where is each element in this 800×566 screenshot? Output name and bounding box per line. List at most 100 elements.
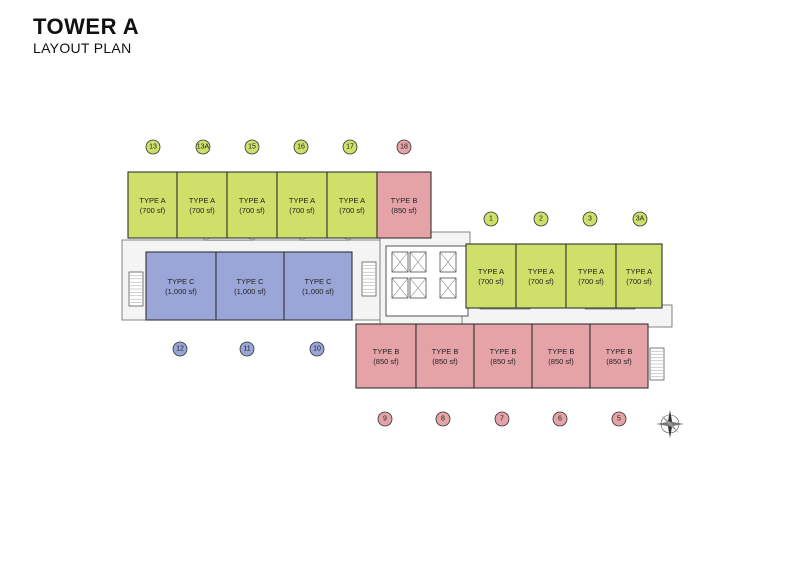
unit-number: 16 <box>297 144 305 151</box>
unit-13a: TYPE A(700 sf) <box>176 171 228 239</box>
unit-15: TYPE A(700 sf) <box>226 171 278 239</box>
unit-shape <box>176 171 228 239</box>
unit-type-label: TYPE B <box>432 347 459 356</box>
unit-number: 3 <box>588 216 592 223</box>
compass-icon <box>656 410 684 438</box>
unit-shape <box>226 171 278 239</box>
unit-area-label: (700 sf) <box>239 206 265 215</box>
unit-number-marker: 13A <box>195 139 211 155</box>
page-subtitle: LAYOUT PLAN <box>33 40 132 56</box>
unit-number: 17 <box>346 144 354 151</box>
unit-type-label: TYPE B <box>548 347 575 356</box>
unit-number: 9 <box>383 416 387 423</box>
unit-shape <box>531 323 591 389</box>
unit-shape <box>215 251 285 321</box>
unit-number-marker: 16 <box>293 139 309 155</box>
unit-number-marker: 2 <box>533 211 549 227</box>
unit-shape <box>276 171 328 239</box>
unit-type-label: TYPE A <box>528 267 554 276</box>
unit-shape <box>473 323 533 389</box>
unit-number: 6 <box>558 416 562 423</box>
unit-type-label: TYPE B <box>490 347 517 356</box>
unit-area-label: (1,000 sf) <box>165 287 197 296</box>
unit-number: 10 <box>313 346 321 353</box>
unit-number-marker: 8 <box>435 411 451 427</box>
unit-shape <box>283 251 353 321</box>
unit-area-label: (850 sf) <box>391 206 417 215</box>
unit-shape <box>326 171 378 239</box>
unit-area-label: (850 sf) <box>490 357 516 366</box>
unit-type-label: TYPE A <box>189 196 215 205</box>
unit-shape <box>465 243 517 309</box>
unit-type-label: TYPE A <box>239 196 265 205</box>
unit-number: 12 <box>176 346 184 353</box>
unit-8: TYPE B(850 sf) <box>415 323 475 389</box>
unit-shape <box>515 243 567 309</box>
unit-type-label: TYPE A <box>578 267 604 276</box>
unit-3a: TYPE A(700 sf) <box>615 243 663 309</box>
unit-shape <box>127 171 178 239</box>
unit-shape <box>415 323 475 389</box>
unit-12: TYPE C(1,000 sf) <box>145 251 217 321</box>
unit-number-marker: 9 <box>377 411 393 427</box>
unit-2: TYPE A(700 sf) <box>515 243 567 309</box>
unit-number: 13A <box>197 144 210 151</box>
unit-number-marker: 17 <box>342 139 358 155</box>
unit-type-label: TYPE A <box>139 196 165 205</box>
unit-number-marker: 13 <box>145 139 161 155</box>
unit-number-marker: 10 <box>309 341 325 357</box>
unit-number: 1 <box>489 216 493 223</box>
unit-shape <box>376 171 432 239</box>
unit-number: 3A <box>636 216 645 223</box>
unit-area-label: (850 sf) <box>373 357 399 366</box>
unit-type-label: TYPE A <box>478 267 504 276</box>
unit-number-marker: 3A <box>632 211 648 227</box>
unit-number-marker: 6 <box>552 411 568 427</box>
unit-type-label: TYPE C <box>236 277 264 286</box>
unit-shape <box>589 323 649 389</box>
unit-type-label: TYPE A <box>626 267 652 276</box>
unit-type-label: TYPE B <box>391 196 418 205</box>
unit-6: TYPE B(850 sf) <box>531 323 591 389</box>
unit-16: TYPE A(700 sf) <box>276 171 328 239</box>
unit-number-marker: 1 <box>483 211 499 227</box>
unit-9: TYPE B(850 sf) <box>355 323 417 389</box>
unit-shape <box>615 243 663 309</box>
unit-area-label: (700 sf) <box>289 206 315 215</box>
unit-number: 11 <box>243 346 250 353</box>
unit-number: 15 <box>248 144 256 151</box>
unit-number: 8 <box>441 416 445 423</box>
unit-number-marker: 3 <box>582 211 598 227</box>
unit-18: TYPE B(850 sf) <box>376 171 432 239</box>
unit-shape <box>565 243 617 309</box>
unit-area-label: (1,000 sf) <box>302 287 334 296</box>
unit-area-label: (700 sf) <box>626 277 652 286</box>
unit-area-label: (700 sf) <box>339 206 365 215</box>
unit-10: TYPE C(1,000 sf) <box>283 251 353 321</box>
unit-area-label: (700 sf) <box>140 206 166 215</box>
unit-area-label: (850 sf) <box>548 357 574 366</box>
unit-area-label: (700 sf) <box>189 206 215 215</box>
unit-type-label: TYPE C <box>304 277 332 286</box>
unit-5: TYPE B(850 sf) <box>589 323 649 389</box>
unit-3: TYPE A(700 sf) <box>565 243 617 309</box>
page-title: TOWER A <box>33 14 140 39</box>
unit-type-label: TYPE A <box>289 196 315 205</box>
unit-area-label: (1,000 sf) <box>234 287 266 296</box>
unit-number-marker: 11 <box>239 341 255 357</box>
unit-number: 5 <box>617 416 621 423</box>
unit-number: 7 <box>500 416 504 423</box>
unit-number: 18 <box>400 144 408 151</box>
unit-shape <box>355 323 417 389</box>
unit-type-label: TYPE A <box>339 196 365 205</box>
unit-13: TYPE A(700 sf) <box>127 171 178 239</box>
unit-number-marker: 12 <box>172 341 188 357</box>
unit-number: 13 <box>149 144 157 151</box>
unit-area-label: (700 sf) <box>578 277 604 286</box>
unit-type-label: TYPE C <box>167 277 195 286</box>
unit-area-label: (700 sf) <box>478 277 504 286</box>
unit-number: 2 <box>539 216 543 223</box>
unit-number-marker: 18 <box>396 139 412 155</box>
